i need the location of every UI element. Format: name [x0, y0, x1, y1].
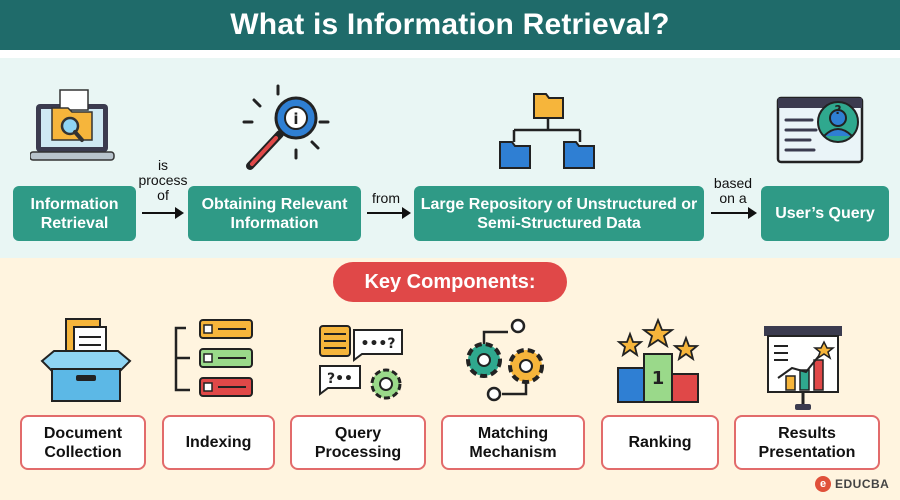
query-user-window-icon: ?	[776, 96, 864, 164]
large-repository-label: Large Repository of Unstructured or Semi…	[420, 195, 698, 232]
users-query-label: User’s Query	[775, 205, 875, 222]
podium-stars-icon: 1	[616, 317, 700, 403]
information-retrieval-box: Information Retrieval	[13, 186, 136, 241]
educba-logo-icon: e	[815, 476, 831, 492]
arrow-2	[367, 207, 411, 219]
title-bar: What is Information Retrieval?	[0, 0, 900, 50]
component-label: Indexing	[185, 434, 252, 451]
component-document-collection: Document Collection	[20, 415, 146, 470]
magnifier-gear-icon: i	[242, 84, 330, 170]
index-list-icon	[174, 319, 253, 397]
arrow-3	[711, 207, 757, 219]
component-matching-mechanism: Matching Mechanism	[441, 415, 585, 470]
educba-logo-text: EDUCBA	[835, 477, 890, 491]
obtaining-relevant-information-box: Obtaining Relevant Information	[188, 186, 361, 241]
chat-gear-icon: •••? ?••	[319, 325, 403, 400]
page-title: What is Information Retrieval?	[230, 8, 670, 41]
connector-from: from	[372, 190, 400, 206]
information-retrieval-label: Information Retrieval	[30, 195, 119, 232]
key-components-heading: Key Components:	[333, 262, 567, 302]
open-box-documents-icon	[40, 318, 132, 402]
large-repository-box: Large Repository of Unstructured or Semi…	[414, 186, 704, 241]
svg-text:i: i	[293, 110, 298, 128]
component-label: Query Processing	[314, 424, 402, 461]
svg-text:?••: ?••	[327, 371, 353, 387]
component-ranking: Ranking	[601, 415, 719, 470]
gears-connected-icon	[466, 318, 544, 402]
connector-is-process-of: is process of	[138, 157, 188, 203]
svg-text:?: ?	[835, 103, 842, 117]
svg-text:1: 1	[652, 368, 665, 389]
folder-hierarchy-icon	[499, 93, 595, 169]
component-label: Document Collection	[43, 424, 123, 461]
educba-logo: e EDUCBA	[815, 476, 889, 492]
obtaining-relevant-information-label: Obtaining Relevant Information	[201, 195, 348, 232]
arrow-1	[142, 207, 184, 219]
component-label: Ranking	[628, 434, 692, 451]
component-query-processing: Query Processing	[290, 415, 426, 470]
component-indexing: Indexing	[162, 415, 275, 470]
component-results-presentation: Results Presentation	[734, 415, 880, 470]
connector-based-on-a: based on a	[713, 175, 753, 206]
laptop-folder-search-icon	[30, 89, 115, 161]
component-label: Results Presentation	[758, 424, 856, 461]
svg-text:•••?: •••?	[361, 336, 396, 352]
users-query-box: User’s Query	[761, 186, 889, 241]
presentation-board-icon	[764, 326, 842, 410]
component-label: Matching Mechanism	[469, 424, 557, 461]
key-components-label: Key Components:	[364, 270, 536, 293]
